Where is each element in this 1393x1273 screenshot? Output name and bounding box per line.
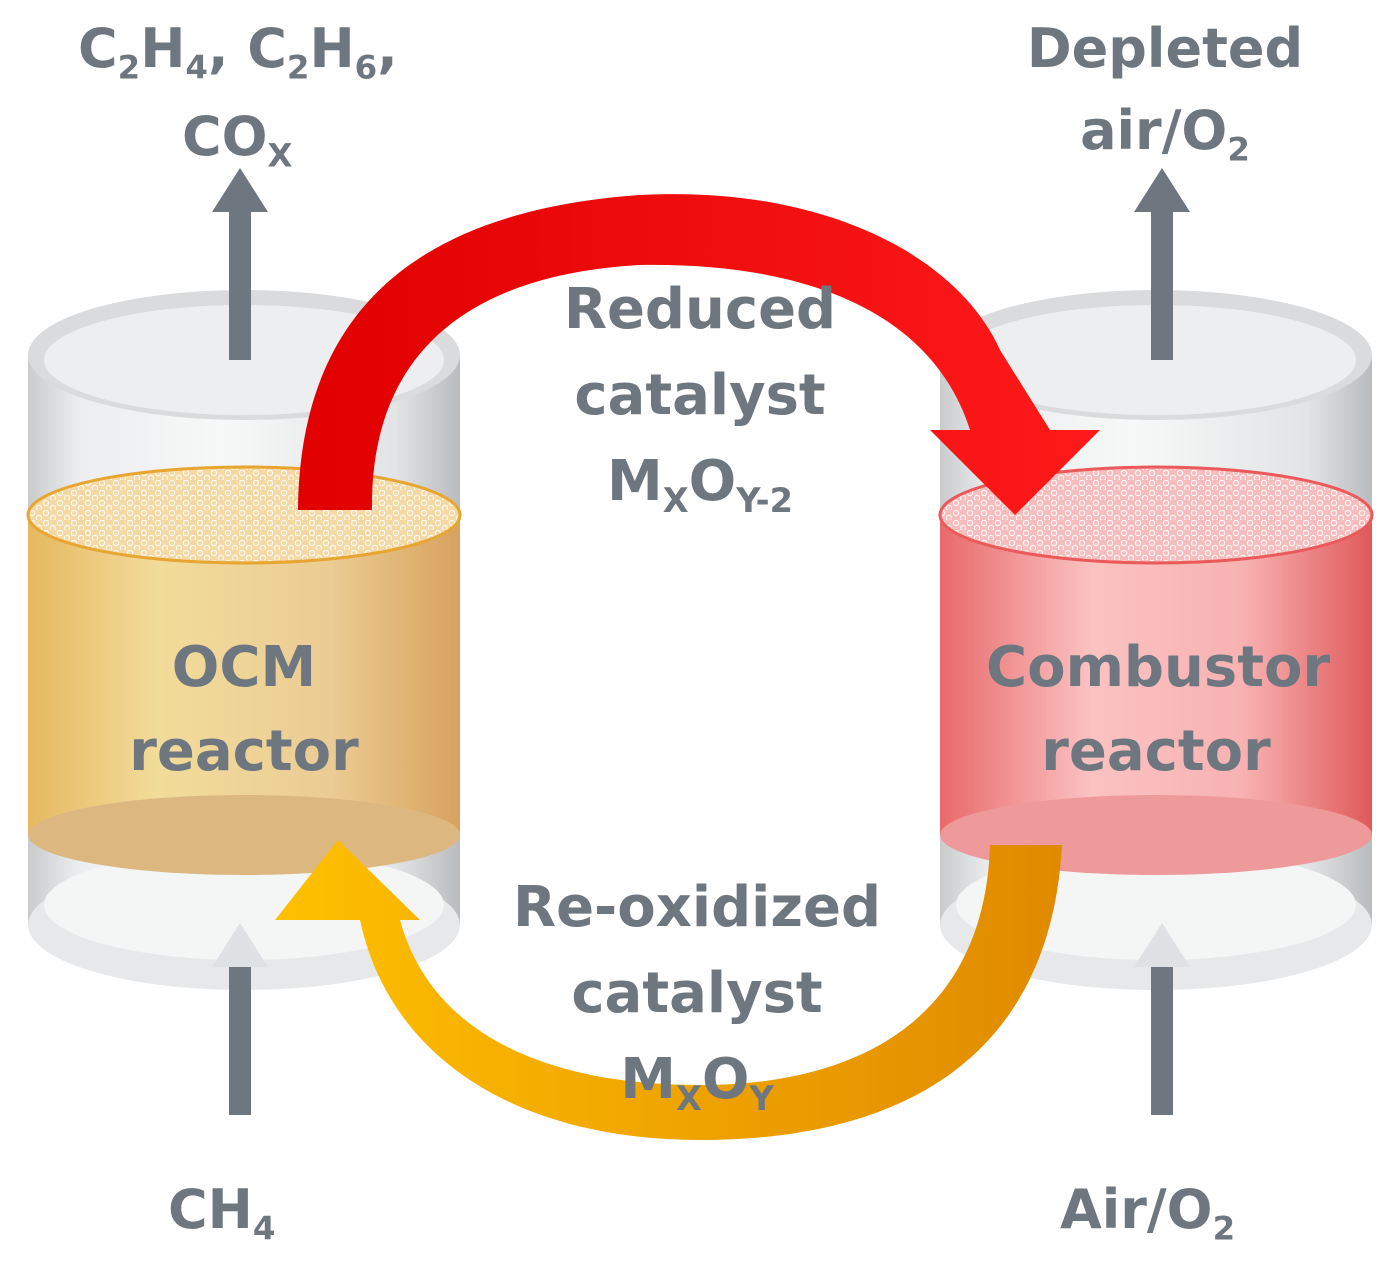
ocm-reactor [26, 290, 462, 990]
combustor-catalyst-mesh [942, 469, 1370, 561]
ch4-inlet-arrow [212, 923, 268, 1115]
ocm-catalyst-mesh [30, 469, 458, 561]
depleted-air-label: Depleted air/O2 [1026, 17, 1304, 169]
reduced-catalyst-label: Reduced catalyst MXOY-2 [563, 277, 837, 520]
reoxidized-catalyst-arrow [275, 840, 1062, 1140]
reoxidized-catalyst-label: Re-oxidized catalyst MXOY [512, 875, 882, 1118]
ch4-inlet-label: CH4 [168, 1178, 276, 1248]
cox-label: COX [182, 105, 293, 175]
ocm-catalyst-bottom [28, 795, 460, 875]
ocm-outlet-products-label: C2H4, C2H6, [78, 17, 398, 87]
combustor-catalyst-bed [940, 515, 1372, 835]
air-inlet-label: Air/O2 [1060, 1178, 1236, 1248]
combustor-reactor-label: Combustor reactor [986, 635, 1331, 784]
combustor-reactor [938, 290, 1374, 990]
combustor-outlet-arrow [1134, 168, 1190, 360]
ocm-catalyst-bed [28, 515, 460, 835]
ocm-reactor-label: OCM reactor [129, 635, 359, 784]
air-inlet-arrow [1134, 923, 1190, 1115]
reduced-catalyst-arrow [298, 194, 1100, 516]
ocm-outlet-arrow [212, 168, 268, 360]
